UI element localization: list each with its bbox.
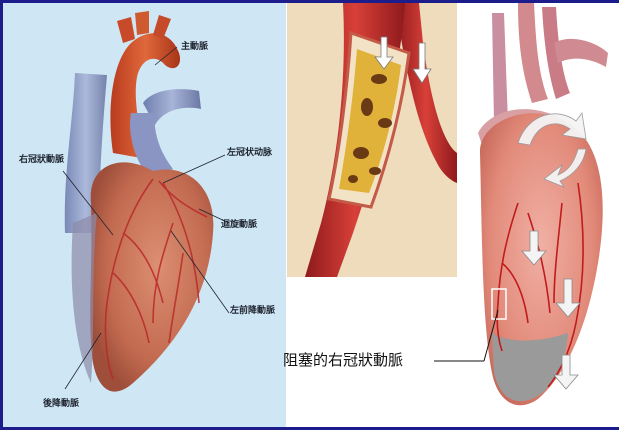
callout-blocked-right-coronary-artery: 阻塞的右冠狀動脈 [283, 353, 403, 368]
